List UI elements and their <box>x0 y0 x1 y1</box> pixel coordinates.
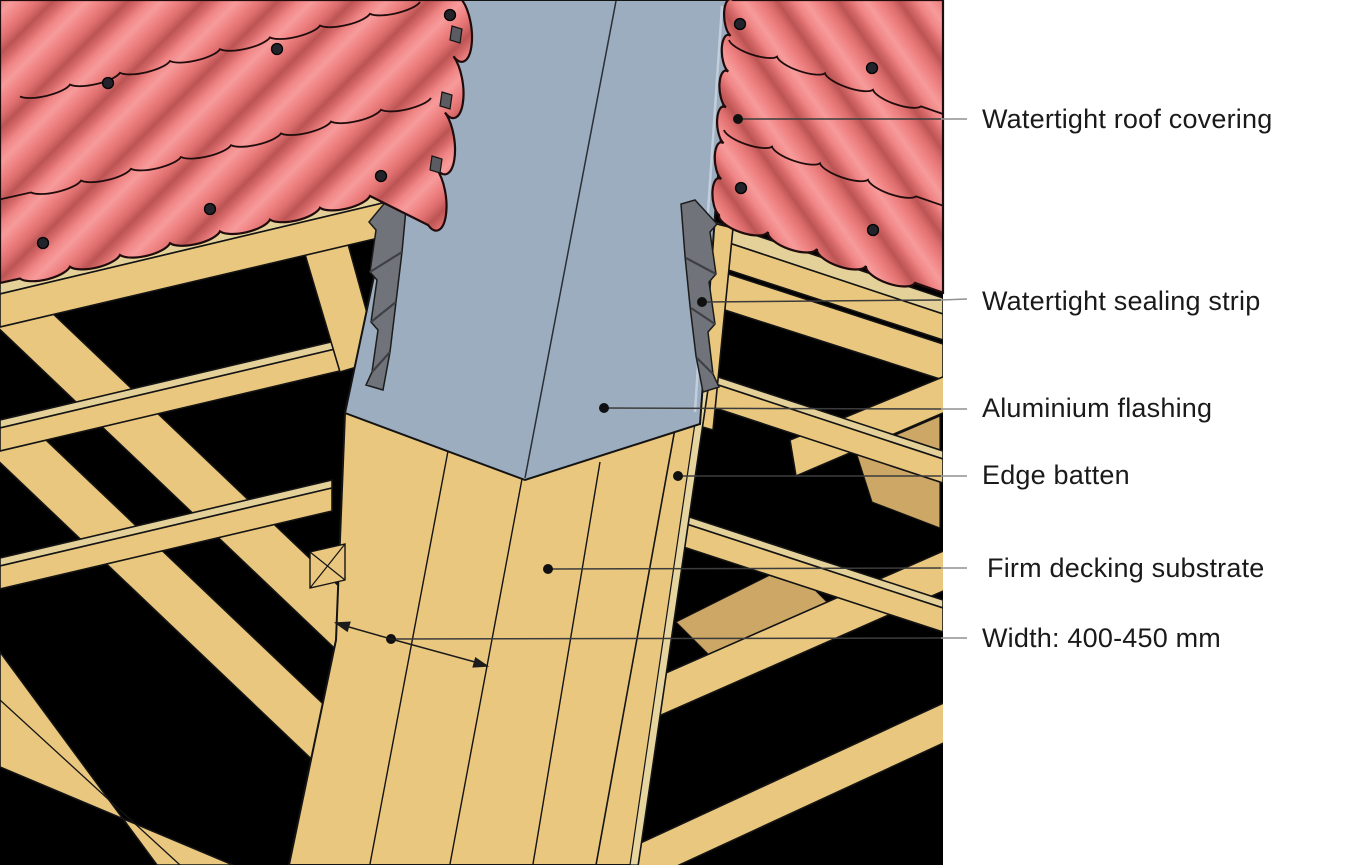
tile-course-line <box>723 129 944 207</box>
callout-watertight-sealing-strip: Watertight sealing strip <box>982 286 1261 316</box>
flashing-fold-line <box>524 0 617 479</box>
screw <box>374 169 388 183</box>
leader-dot <box>697 297 707 307</box>
screw <box>865 61 879 75</box>
sealing-strip-left-folds <box>369 251 403 373</box>
screw <box>270 42 284 56</box>
annotations <box>333 114 968 668</box>
tile-screws-left <box>36 8 457 250</box>
tile-roof-left-shape <box>0 0 474 285</box>
batten <box>0 486 333 591</box>
decking-substrate <box>287 386 710 865</box>
tile-clip <box>429 155 443 174</box>
decking-board-seam <box>369 450 449 865</box>
sealing-strip-right-folds <box>685 257 717 375</box>
dimension-line <box>348 626 392 640</box>
tile-course-line <box>19 1 421 99</box>
right-roof-framing <box>638 220 943 865</box>
screw <box>866 223 880 237</box>
leader-stub <box>940 298 968 301</box>
rafter <box>789 372 943 478</box>
tile-roof-right-shape <box>711 0 945 295</box>
screw <box>733 17 747 31</box>
screw <box>734 181 748 195</box>
dimension-arrowhead <box>472 656 490 668</box>
tile-course-line <box>0 97 432 201</box>
leader-dot <box>733 114 743 124</box>
rafter <box>0 649 234 865</box>
decking-board-seam <box>449 478 523 865</box>
callout-width-dimension: Width: 400-450 mm <box>982 623 1221 653</box>
rafter <box>638 698 943 865</box>
screw <box>101 76 115 90</box>
rafter-seam <box>0 699 181 865</box>
edge-batten-edge-line <box>595 389 683 865</box>
leader-dot <box>673 471 683 481</box>
leader-line-sealing-strip <box>701 299 942 303</box>
callout-firm-decking-substrate: Firm decking substrate <box>987 553 1265 583</box>
tile-clip <box>439 91 453 110</box>
tile-screws-right <box>733 17 880 237</box>
leader-line-flashing <box>603 407 942 410</box>
sealing-strips <box>364 193 721 393</box>
dimension-line <box>390 638 476 663</box>
leader-dot <box>599 403 609 413</box>
callout-watertight-roof-covering: Watertight roof covering <box>982 104 1273 134</box>
dimension-arrowhead <box>333 621 351 633</box>
screw <box>203 202 217 216</box>
callout-aluminium-flashing: Aluminium flashing <box>982 393 1213 423</box>
leader-line-decking <box>547 567 942 570</box>
screw <box>443 8 457 22</box>
tile-clip <box>449 25 463 44</box>
screw <box>36 236 50 250</box>
notch-cross-mark <box>309 543 346 589</box>
tile-roof-left <box>0 0 474 285</box>
tile-course-line <box>728 39 944 115</box>
width-dimension-arrow <box>333 621 490 668</box>
decking-board-seam <box>532 461 601 865</box>
leader-line-width <box>390 637 942 640</box>
leader-dot <box>543 564 553 574</box>
tile-roof-right <box>711 0 945 295</box>
callout-edge-batten: Edge batten <box>982 460 1130 490</box>
left-roof-framing <box>0 184 462 865</box>
